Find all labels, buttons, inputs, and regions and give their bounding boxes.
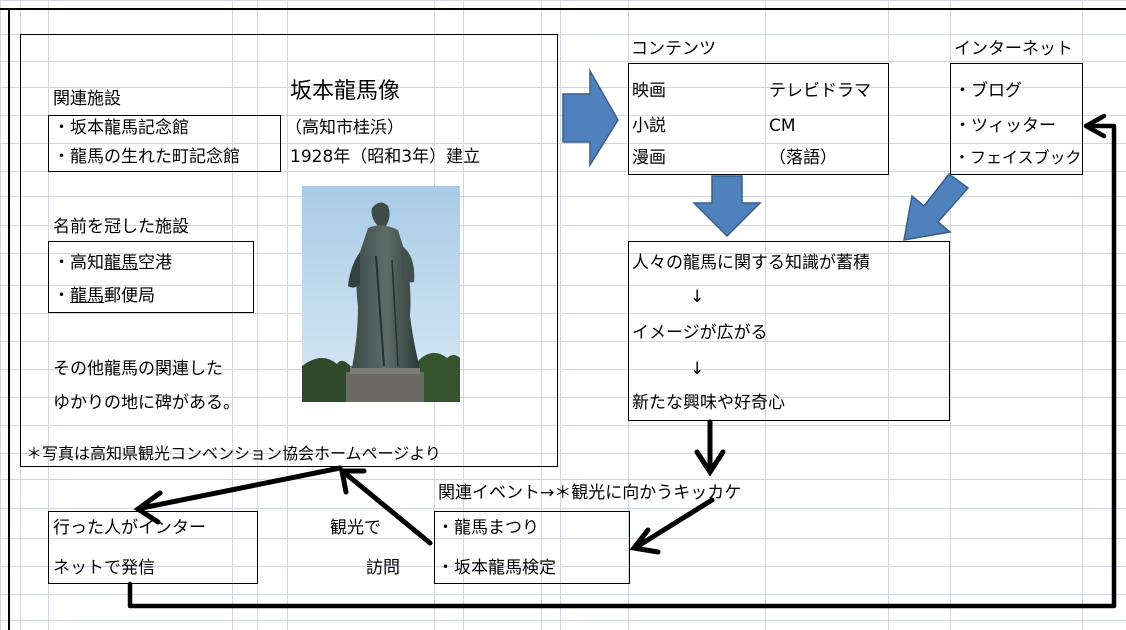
internet-box	[950, 63, 1083, 175]
blue-diagonal-arrow	[903, 172, 970, 241]
left-block-frame	[20, 34, 558, 467]
knowledge-line3: 新たな興味や好奇心	[632, 393, 785, 413]
knowledge-box	[628, 241, 950, 421]
related-facilities-box	[48, 115, 281, 172]
related-facility-item: ・龍馬の生れた町記念館	[53, 147, 240, 167]
knowledge-line1: 人々の龍馬に関する知識が蓄積	[632, 253, 870, 273]
knowledge-arrow2: ↓	[690, 359, 705, 379]
black-arrow-to-left-block	[338, 468, 433, 546]
top-border	[0, 8, 1126, 10]
contents-box	[628, 63, 889, 175]
internet-item: ・ブログ	[954, 81, 1022, 101]
ryoma-statue-photo	[302, 186, 460, 402]
sender-line1: 行った人がインター	[53, 518, 206, 538]
black-arrow-to-event	[629, 497, 715, 555]
named-facilities-box	[48, 241, 254, 313]
contents-item: （落語）	[769, 148, 837, 168]
contents-item: 小説	[632, 116, 666, 136]
contents-item: 漫画	[632, 148, 666, 168]
related-facility-item: ・坂本龍馬記念館	[53, 118, 189, 138]
visit-line1: 観光で	[330, 518, 381, 538]
related-facilities-label: 関連施設	[53, 89, 121, 109]
named-facility-item: ・高知龍馬空港	[53, 253, 172, 273]
photo-credit: ＊写真は高知県観光コンベンション協会ホームページより	[26, 444, 441, 463]
internet-item: ・フェイスブック	[954, 148, 1082, 167]
contents-item: テレビドラマ	[769, 81, 871, 101]
event-box	[434, 511, 630, 584]
contents-label: コンテンツ	[631, 39, 716, 59]
other-locations-line1: その他龍馬の関連した	[53, 359, 223, 379]
contents-item: 映画	[632, 81, 666, 101]
statue-built: 1928年（昭和3年）建立	[290, 147, 481, 167]
internet-item: ・ツィッター	[954, 116, 1056, 136]
left-border	[8, 8, 10, 630]
named-facility-item: ・龍馬郵便局	[53, 286, 155, 306]
black-feedback-connector	[127, 113, 1117, 609]
event-item: ・坂本龍馬検定	[437, 558, 556, 578]
visit-line2: 訪問	[366, 558, 400, 578]
internet-label: インターネット	[954, 39, 1073, 59]
named-facilities-label: 名前を冠した施設	[53, 217, 189, 237]
knowledge-arrow1: ↓	[690, 287, 705, 307]
black-down-arrow	[694, 419, 726, 477]
statue-location: （高知市桂浜）	[285, 118, 404, 138]
sender-box	[48, 511, 258, 584]
event-label: 関連イベント→＊観光に向かうキッカケ	[438, 483, 742, 503]
statue-title: 坂本龍馬像	[290, 79, 401, 104]
black-arrow-to-sender	[133, 465, 343, 525]
blue-right-arrow	[562, 68, 619, 168]
other-locations-line2: ゆかりの地に碑がある。	[53, 393, 240, 413]
knowledge-line2: イメージが広がる	[632, 323, 768, 343]
sender-line2: ネットで発信	[53, 558, 155, 578]
contents-item: CM	[769, 116, 796, 136]
event-item: ・龍馬まつり	[437, 518, 539, 538]
blue-down-arrow	[692, 175, 762, 238]
